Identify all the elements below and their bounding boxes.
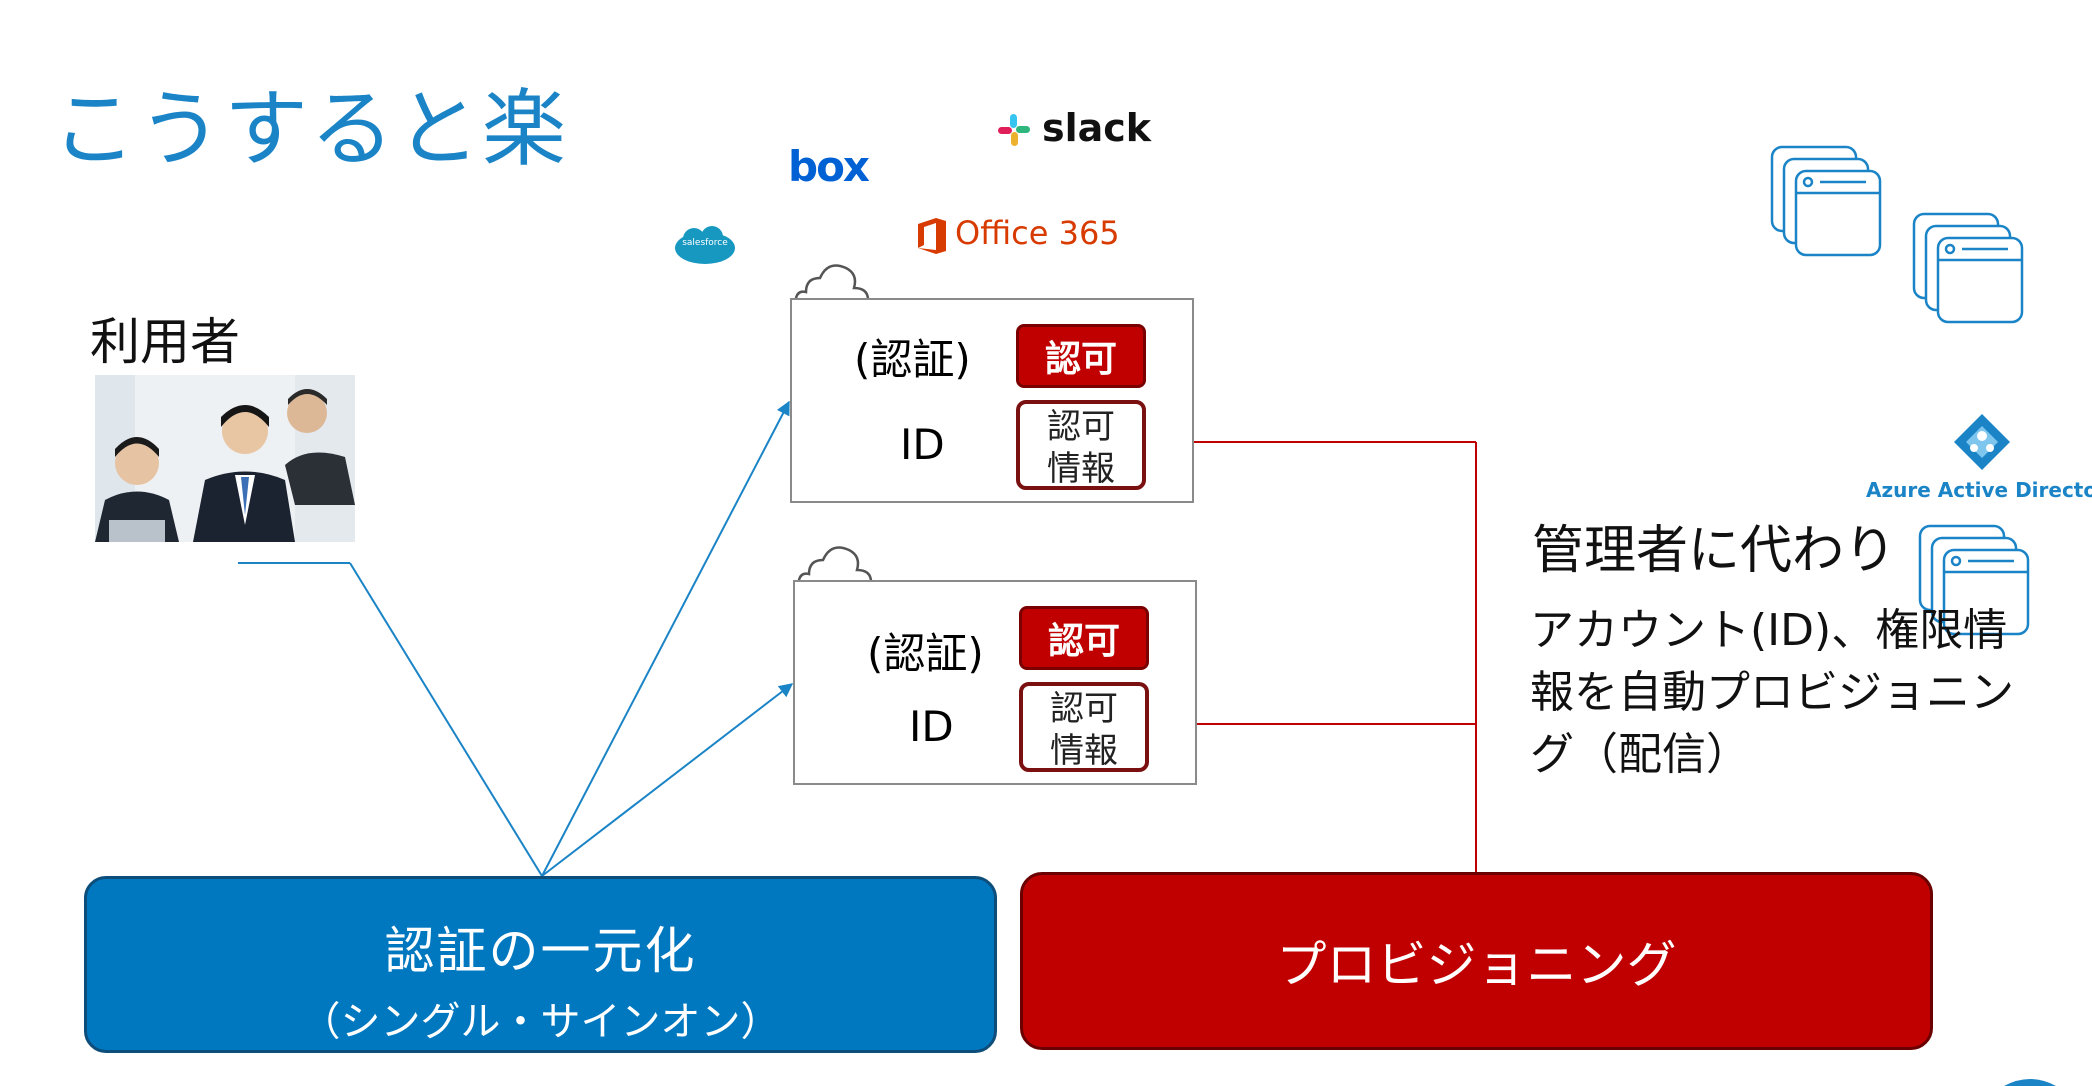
office-icon bbox=[918, 218, 946, 254]
corner-circle-icon bbox=[2004, 1079, 2056, 1086]
app-windows-icon bbox=[1918, 524, 2030, 636]
sso-to-service-1-arrow bbox=[541, 400, 790, 877]
provisioning-lines bbox=[1146, 435, 1477, 872]
authorization-info-badge: 認可 情報 bbox=[1016, 400, 1146, 490]
users-photo bbox=[95, 375, 355, 542]
id-label: ID bbox=[909, 702, 954, 751]
admin-description: アカウント(ID)、権限情報を自動プロビジョニング（配信） bbox=[1530, 605, 2014, 780]
provisioning-block: プロビジョニング bbox=[1020, 872, 1933, 1050]
sso-subtitle: （シングル・サインオン） bbox=[300, 999, 781, 1045]
id-label: ID bbox=[900, 420, 945, 469]
admin-label: 管理者に代わり bbox=[1532, 521, 1897, 581]
app-windows-icon bbox=[1912, 212, 2024, 324]
salesforce-logo-text: salesforce bbox=[682, 238, 728, 248]
service-box-2: (認証) ID 認可 認可 情報 bbox=[793, 580, 1197, 785]
slack-logo bbox=[996, 112, 1032, 148]
sso-title: 認証の一元化 bbox=[384, 922, 697, 980]
auth-label: (認証) bbox=[867, 629, 984, 678]
salesforce-cloud-icon bbox=[675, 226, 735, 264]
service-box-1: (認証) ID 認可 認可 情報 bbox=[790, 298, 1194, 503]
authorization-badge: 認可 bbox=[1016, 324, 1146, 388]
box-logo: box bbox=[788, 142, 870, 191]
slack-logo-text: slack bbox=[1042, 106, 1152, 150]
authorization-badge: 認可 bbox=[1019, 606, 1149, 670]
office365-logo: Office 365 bbox=[955, 214, 1120, 252]
sso-block: 認証の一元化 （シングル・サインオン） bbox=[84, 876, 997, 1053]
azure-ad-icon bbox=[1954, 414, 2010, 470]
sso-to-service-2-arrow bbox=[541, 683, 794, 877]
slack-icon bbox=[998, 114, 1030, 146]
user-to-sso-line bbox=[349, 562, 543, 877]
app-windows-icon bbox=[1770, 145, 1882, 257]
azure-ad-logo-text: Azure Active Directory bbox=[1866, 478, 2092, 502]
sso-lines bbox=[238, 400, 794, 877]
page-title: こうすると楽 bbox=[52, 80, 569, 178]
user-label: 利用者 bbox=[90, 313, 240, 371]
auth-label: (認証) bbox=[854, 335, 971, 384]
authorization-info-badge: 認可 情報 bbox=[1019, 682, 1149, 772]
